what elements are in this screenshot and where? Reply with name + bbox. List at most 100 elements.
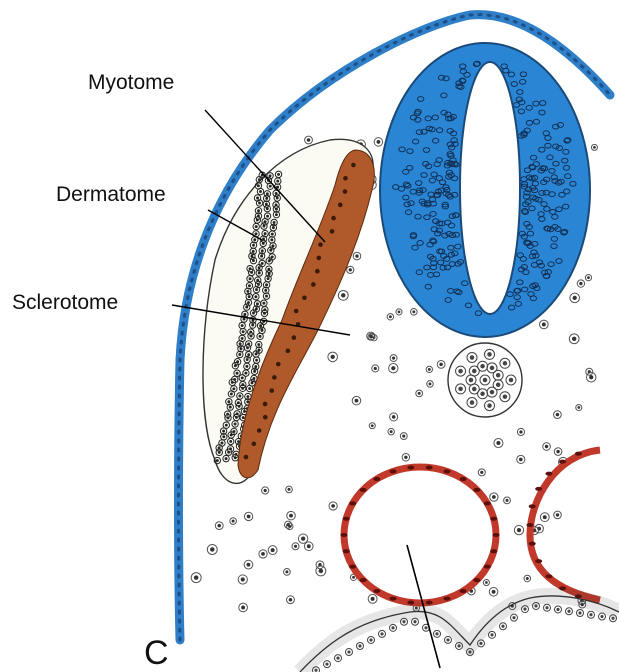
notochord-cell-nucleus <box>503 361 508 366</box>
mesenchyme-cell-nucleus <box>301 537 305 541</box>
gut-cell-nucleus <box>589 613 592 616</box>
mesenchyme-cell-nucleus <box>593 146 596 149</box>
dermatome-cell-nucleus <box>234 423 237 426</box>
dermatome-cell-nucleus <box>269 249 272 252</box>
myotome-nucleus <box>338 203 343 208</box>
dermatome-cell-nucleus <box>268 272 271 275</box>
notochord-cell-nucleus <box>496 373 501 378</box>
gut-cell-nucleus <box>567 610 570 613</box>
mesenchyme-cell-nucleus <box>402 435 405 438</box>
dermatome-cell-nucleus <box>231 381 234 384</box>
dermatome-cell-nucleus <box>218 451 221 454</box>
dermatome-cell-nucleus <box>271 233 274 236</box>
dermatome-cell-nucleus <box>257 184 260 187</box>
dermatome-cell-nucleus <box>259 335 262 338</box>
dermatome-cell-nucleus <box>258 202 261 205</box>
endothelial-nucleus <box>545 574 552 578</box>
mesenchyme-cell-nucleus <box>579 282 582 285</box>
myotome-nucleus <box>311 282 316 287</box>
myotome-nucleus <box>244 455 249 460</box>
mesenchyme-cell-nucleus <box>319 569 323 573</box>
endothelial-nucleus <box>360 578 367 582</box>
dermatome-cell-nucleus <box>266 215 269 218</box>
endothelial-nucleus <box>343 517 350 521</box>
mesenchyme-cell-nucleus <box>492 590 496 594</box>
endothelial-nucleus <box>443 469 450 473</box>
mesenchyme-cell-nucleus <box>285 570 288 573</box>
notochord-cell-nucleus <box>483 378 488 383</box>
notochord-cell-nucleus <box>480 392 485 397</box>
mesenchyme-cell-nucleus <box>418 392 421 395</box>
gut-cell-nucleus <box>358 644 361 647</box>
mesenchyme-cell-nucleus <box>371 424 374 427</box>
mesenchyme-cell-nucleus <box>261 552 265 556</box>
mesenchyme-cell-nucleus <box>271 548 275 552</box>
myotome-nucleus <box>351 163 356 168</box>
mesenchyme-cell-nucleus <box>492 495 496 499</box>
dermatome-cell-nucleus <box>227 451 230 454</box>
dermatome-cell-nucleus <box>250 335 253 338</box>
dermatome-cell-nucleus <box>255 359 258 362</box>
dermatome-cell-nucleus <box>246 290 249 293</box>
dermatome-cell-nucleus <box>261 249 264 252</box>
notochord-cell-nucleus <box>490 390 495 395</box>
dermatome-cell-nucleus <box>241 387 244 390</box>
dermatome-cell-nucleus <box>240 347 243 350</box>
gut-cell-nucleus <box>380 632 383 635</box>
dermatome-cell-nucleus <box>258 266 261 269</box>
dermatome-cell-nucleus <box>252 312 255 315</box>
dermatome-cell-nucleus <box>254 365 257 368</box>
dermatome-cell-nucleus <box>222 435 225 438</box>
mesenchyme-cell-nucleus <box>573 296 577 300</box>
myotome-nucleus <box>272 375 277 380</box>
mesenchyme-cell-nucleus <box>355 399 359 403</box>
endothelial-nucleus <box>490 517 497 521</box>
endothelial-nucleus <box>373 477 380 481</box>
endothelial-nucleus <box>349 565 356 569</box>
endothelial-nucleus <box>473 578 480 582</box>
gut-cell-nucleus <box>369 638 372 641</box>
gut-cell-nucleus <box>468 650 471 653</box>
endothelial-nucleus <box>443 597 450 601</box>
dermatome-cell-nucleus <box>247 353 250 356</box>
endothelial-nucleus <box>426 601 433 605</box>
mesenchyme-cell-nucleus <box>496 441 500 445</box>
dermatome-cell-nucleus <box>252 259 255 262</box>
endothelial-nucleus <box>349 501 356 505</box>
dermatome-cell-nucleus <box>229 440 232 443</box>
myotome-nucleus <box>317 256 322 261</box>
dermatome-cell-nucleus <box>248 295 251 298</box>
mesenchyme-cell-nucleus <box>485 581 488 584</box>
dermatome-cell-nucleus <box>255 288 258 291</box>
myotome-nucleus <box>330 229 335 234</box>
mesenchyme-cell-nucleus <box>526 577 529 580</box>
dermatome-cell-nucleus <box>268 259 271 262</box>
gut-cell-nucleus <box>578 611 581 614</box>
dermatome-cell-nucleus <box>261 329 264 332</box>
mesenchyme-cell-nucleus <box>392 357 395 360</box>
endothelial-nucleus <box>373 589 380 593</box>
dermatome-cell-nucleus <box>241 337 244 340</box>
dermatome-cell-nucleus <box>256 197 259 200</box>
mesenchyme-cell-nucleus <box>519 430 522 433</box>
gut-cell-nucleus <box>402 620 405 623</box>
neural-canal <box>460 62 520 314</box>
mesenchyme-cell-nucleus <box>412 310 415 313</box>
mesenchyme-cell-nucleus <box>587 276 590 279</box>
endothelial-nucleus <box>484 565 491 569</box>
mesenchyme-cell-nucleus <box>556 450 559 453</box>
dermatome-cell-nucleus <box>259 190 262 193</box>
gut-cell-nucleus <box>457 644 460 647</box>
mesenchyme-cell-nucleus <box>572 337 576 341</box>
dermatome-cell-nucleus <box>234 364 237 367</box>
myotome-nucleus <box>269 388 274 393</box>
endothelial-nucleus <box>360 488 367 492</box>
dermatome-cell-nucleus <box>230 392 233 395</box>
dermatome-cell-nucleus <box>243 410 246 413</box>
dermatome-cell-nucleus <box>276 180 279 183</box>
dermatome-cell-nucleus <box>270 238 273 241</box>
mesenchyme-cell-nucleus <box>349 268 352 271</box>
endothelial-nucleus <box>460 477 467 481</box>
mesenchyme-cell-nucleus <box>232 520 235 523</box>
myotome-nucleus <box>318 242 323 247</box>
